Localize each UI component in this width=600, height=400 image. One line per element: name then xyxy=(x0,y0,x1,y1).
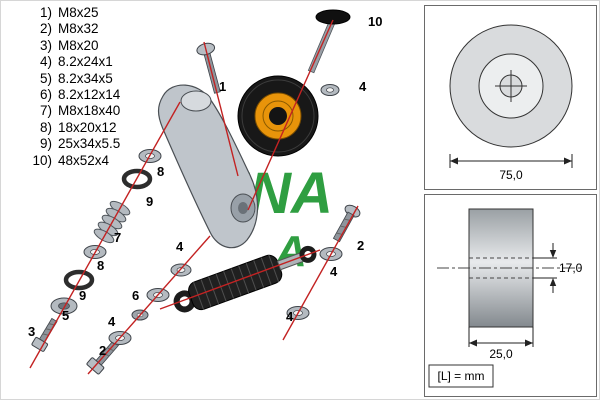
parts-list-item: 9) 25x34x5.5 xyxy=(26,136,120,152)
oring-9-upper xyxy=(121,168,153,190)
part-number: 8) xyxy=(39,119,52,135)
washer-4-c xyxy=(170,263,192,277)
part-size: 48x52x4 xyxy=(58,152,110,168)
pulley xyxy=(237,75,319,157)
parts-list-item: 7) M8x18x40 xyxy=(26,103,120,119)
callout-label: 9 xyxy=(146,194,153,209)
part-size: M8x25 xyxy=(58,5,99,20)
oring-9-lower xyxy=(63,269,95,291)
part-size: M8x20 xyxy=(58,37,99,53)
callout-labels: 10 1 4 8 9 7 8 9 5 3 4 2 6 4 2 4 4 xyxy=(28,14,382,358)
part-size: M8x18x40 xyxy=(58,103,121,119)
callout-label: 2 xyxy=(357,238,364,253)
side-view-panel: 17,0 25,0 [L] = mm xyxy=(424,194,597,397)
center-cross xyxy=(495,70,527,102)
bolt-3 xyxy=(31,317,58,352)
bore-dimension-label: 17,0 xyxy=(559,261,583,275)
bore-dimension xyxy=(533,243,557,293)
parts-list-item: 1) M8x25 xyxy=(26,5,120,21)
parts-list-item: 6) 8.2x12x14 xyxy=(26,87,120,103)
part-number: 4) xyxy=(39,54,52,70)
part-size: 18x20x12 xyxy=(58,119,117,135)
part-number: 10) xyxy=(32,152,52,168)
callout-label: 4 xyxy=(359,79,367,94)
parts-list-item: 8) 18x20x12 xyxy=(26,120,120,136)
part-number: 2) xyxy=(39,21,52,37)
part-size: 25x34x5.5 xyxy=(58,136,121,152)
part-size: M8x32 xyxy=(58,21,99,37)
parts-list-item: 5) 8.2x34x5 xyxy=(26,71,120,87)
callout-label: 8 xyxy=(97,258,104,273)
washer-4-f xyxy=(320,84,340,96)
washer-5 xyxy=(50,297,78,315)
callout-label: 3 xyxy=(28,324,35,339)
callout-label: 6 xyxy=(132,288,139,303)
callout-label: 9 xyxy=(79,288,86,303)
part-number: 5) xyxy=(39,70,52,86)
callout-label: 4 xyxy=(176,239,184,254)
parts-list: 1) M8x25 2) M8x32 3) M8x20 4) 8.2x24x1 5) 8.2… xyxy=(26,5,120,169)
part-size: 8.2x24x1 xyxy=(58,54,113,70)
parts-list-item: 4) 8.2x24x1 xyxy=(26,54,120,70)
part-number: 9) xyxy=(39,136,52,152)
part-number: 1) xyxy=(39,5,52,20)
front-view-drawing: 75,0 xyxy=(449,24,573,182)
width-dimension xyxy=(468,327,534,347)
part-number: 6) xyxy=(39,87,52,103)
front-view-panel: 75,0 xyxy=(424,5,597,190)
unit-note-box xyxy=(428,364,494,388)
leader-lines xyxy=(29,19,359,375)
callout-label: 4 xyxy=(286,309,294,324)
width-dimension-label: 25,0 xyxy=(489,347,513,361)
callout-label: 7 xyxy=(114,230,121,245)
side-view-drawing: 17,0 25,0 [L] = mm xyxy=(428,208,583,388)
callout-label: 4 xyxy=(108,314,116,329)
part-size: 8.2x12x14 xyxy=(58,87,121,103)
callout-label: 2 xyxy=(99,343,106,358)
part-number: 7) xyxy=(39,103,52,119)
callout-label: 5 xyxy=(62,308,69,323)
callout-label: 8 xyxy=(157,164,164,179)
part-size: 8.2x34x5 xyxy=(58,70,113,86)
unit-note-label: [L] = mm xyxy=(437,369,484,383)
parts-list-item: 3) M8x20 xyxy=(26,38,120,54)
part-number: 3) xyxy=(39,37,52,53)
tensioner-bracket xyxy=(157,84,259,249)
diameter-dimension xyxy=(449,154,573,168)
callout-label: 1 xyxy=(219,79,226,94)
bore-lines xyxy=(469,257,533,279)
parts-list-item: 2) M8x32 xyxy=(26,21,120,37)
callout-label: 4 xyxy=(330,264,338,279)
parts-list-item: 10) 48x52x4 xyxy=(26,153,120,169)
bolt-10-cap xyxy=(307,9,351,74)
callout-label: 10 xyxy=(368,14,382,29)
diameter-dimension-label: 75,0 xyxy=(499,168,523,182)
